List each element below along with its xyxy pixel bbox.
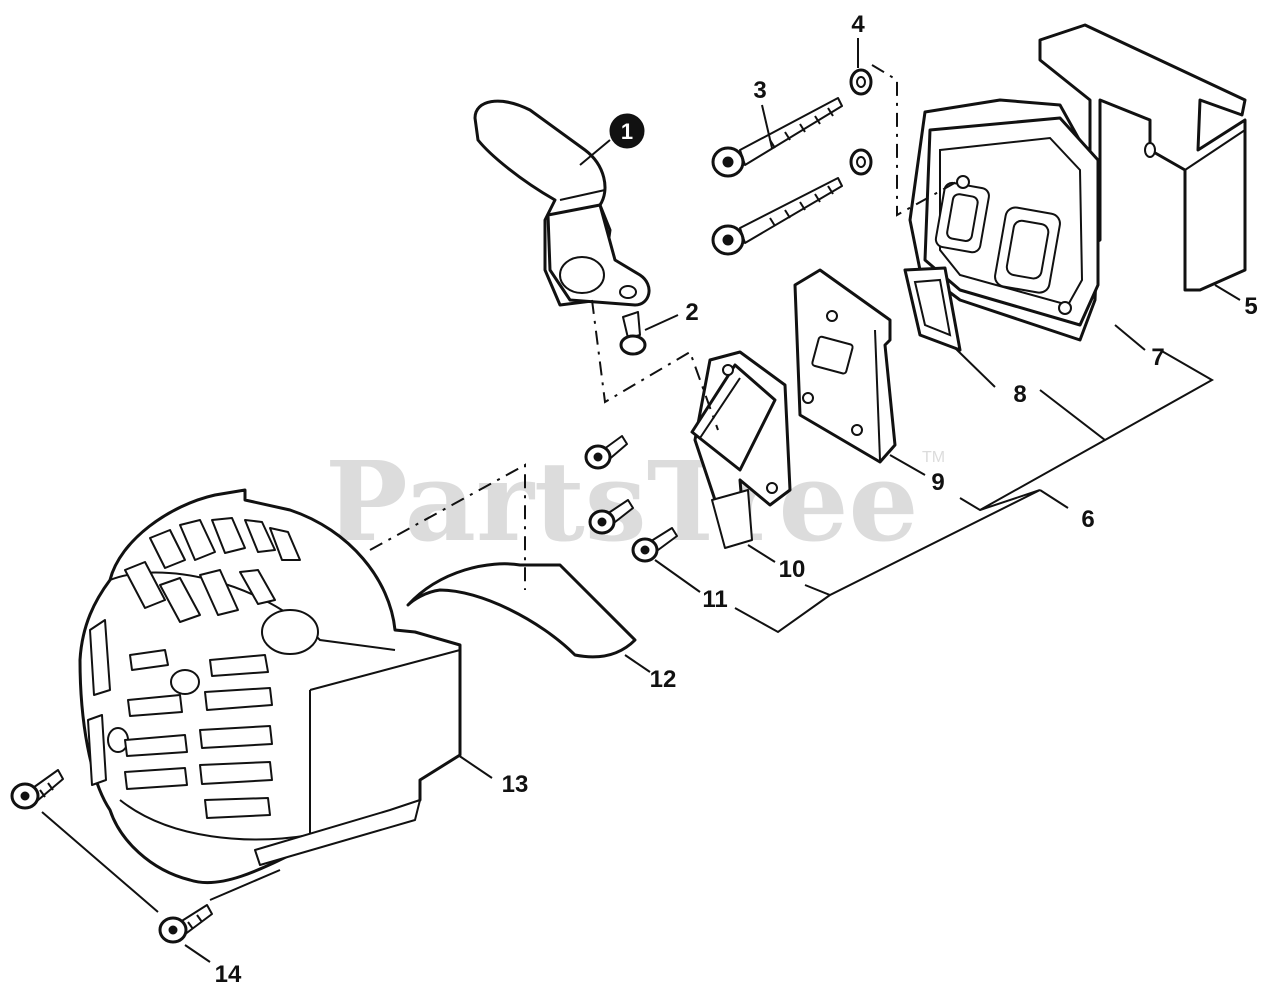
callout-3: 3 — [753, 77, 766, 104]
leader-2 — [644, 314, 679, 331]
leader-12 — [624, 654, 651, 673]
leader-5 — [1214, 284, 1241, 301]
exhaust-pipe[interactable] — [473, 99, 651, 307]
muffler-plate[interactable] — [793, 268, 897, 464]
elbow-screw-1[interactable] — [584, 435, 628, 470]
washer-upper[interactable] — [849, 68, 873, 96]
callout-2: 2 — [685, 299, 698, 326]
leader-10 — [747, 544, 776, 563]
guard-screw-upper[interactable] — [10, 769, 64, 810]
muffler-bolt-upper[interactable] — [711, 97, 843, 178]
leader-9 — [889, 454, 926, 476]
callout-5: 5 — [1244, 293, 1257, 320]
leader-1 — [579, 139, 611, 166]
deflector[interactable] — [406, 562, 637, 659]
leader-13 — [457, 754, 493, 779]
assembly-bracket-6 — [734, 349, 1215, 634]
elbow-screw-2[interactable] — [588, 499, 634, 535]
exhaust-elbow[interactable] — [690, 350, 792, 549]
washer-lower[interactable] — [849, 148, 873, 176]
callout-1: 1 — [609, 113, 645, 149]
callout-14: 14 — [215, 961, 242, 988]
watermark-text: PartsTree — [325, 437, 919, 566]
alignment-line-guard — [369, 463, 526, 590]
callout-8: 8 — [1013, 381, 1026, 408]
watermark-trademark: TM — [922, 449, 945, 466]
elbow-screw-3[interactable] — [631, 527, 678, 563]
leader-8 — [954, 347, 996, 388]
callout-6: 6 — [1081, 506, 1094, 533]
callout-7: 7 — [1151, 344, 1164, 371]
guard-screw-lower[interactable] — [158, 904, 213, 944]
pipe-screw[interactable] — [619, 311, 647, 356]
leader-3 — [761, 104, 773, 149]
callout-9: 9 — [931, 469, 944, 496]
muffler-bolt-lower[interactable] — [711, 177, 843, 256]
callout-11: 11 — [702, 586, 727, 613]
muffler-guard[interactable] — [78, 488, 462, 885]
alignment-line-washers — [871, 64, 961, 217]
leader-14b — [209, 869, 281, 901]
leader-7 — [1114, 324, 1146, 351]
muffler-gasket[interactable] — [903, 266, 962, 352]
muffler-body[interactable] — [908, 98, 1102, 342]
leader-14 — [41, 811, 211, 963]
callout-10: 10 — [779, 556, 806, 583]
leader-11 — [654, 559, 701, 593]
callout-13: 13 — [502, 771, 529, 798]
callout-4: 4 — [851, 11, 865, 38]
callout-12: 12 — [650, 666, 677, 693]
callout-1-number: 1 — [621, 119, 633, 144]
